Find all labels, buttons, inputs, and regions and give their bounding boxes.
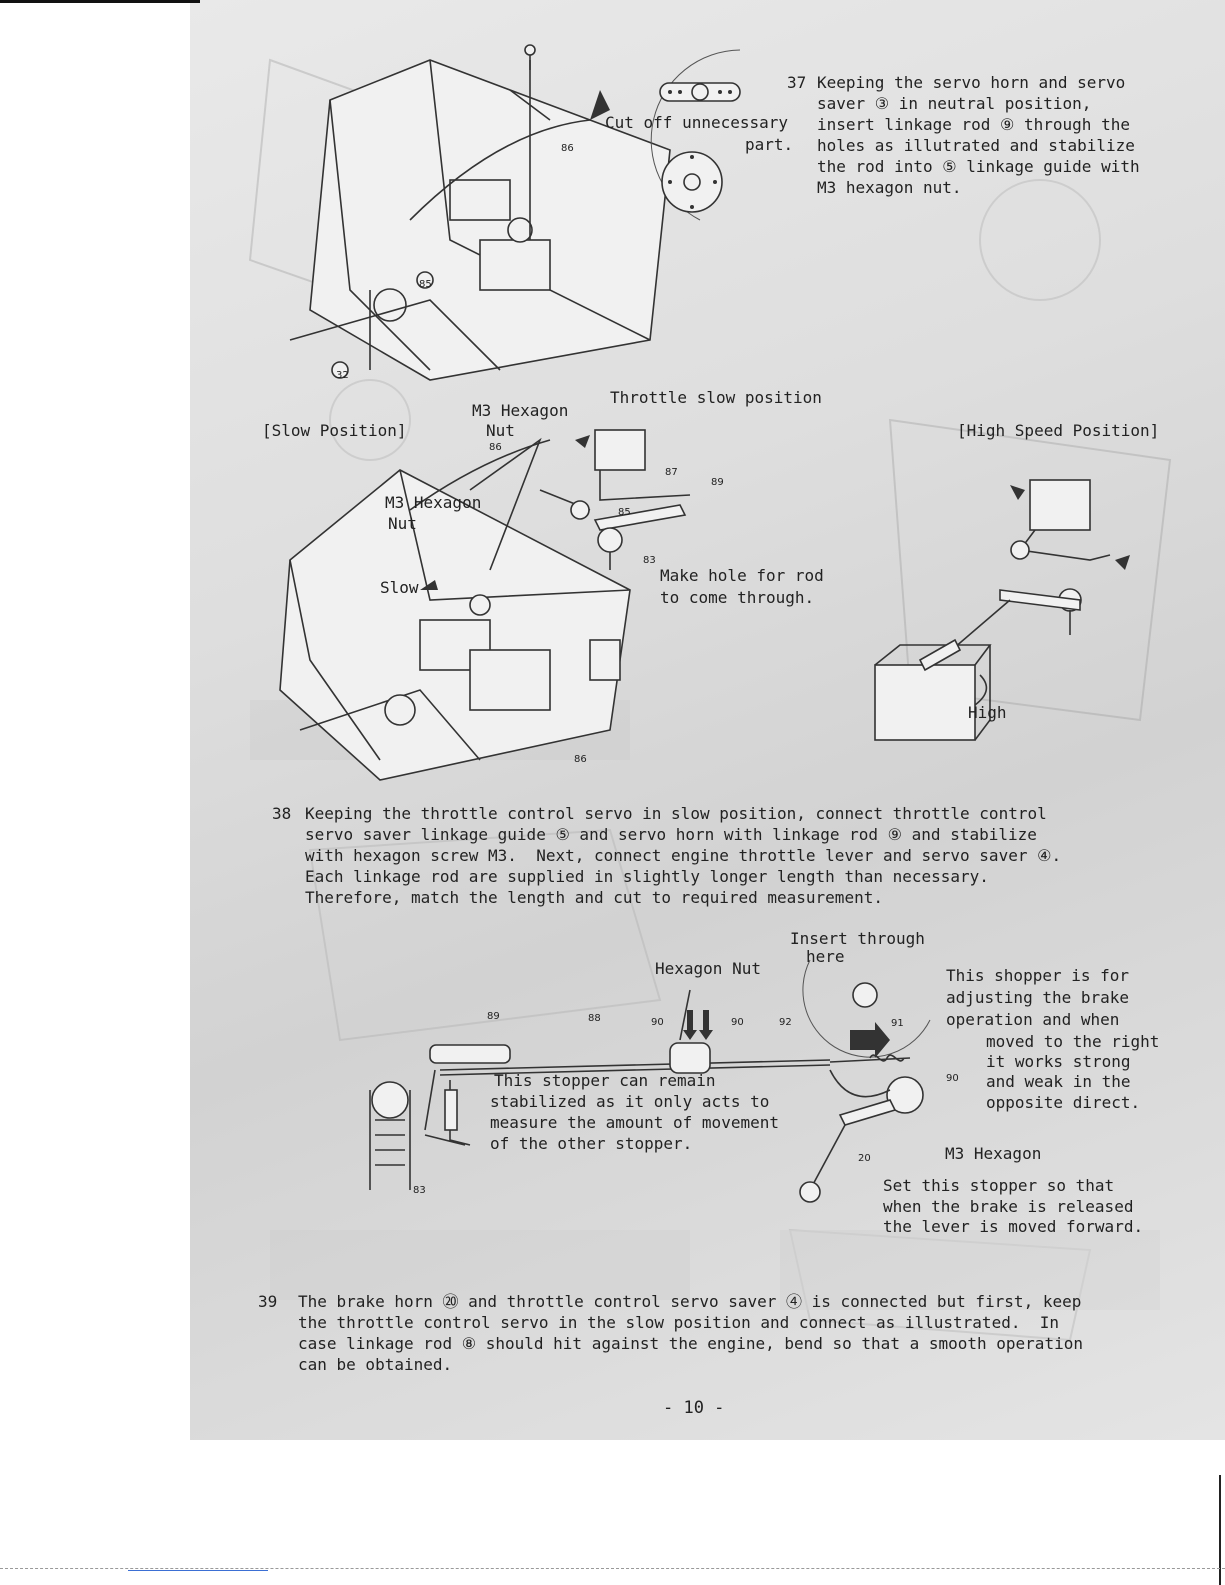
page-number: - 10 -: [663, 1398, 725, 1418]
high-label: High: [968, 703, 1007, 722]
slow-label: Slow: [380, 578, 419, 597]
part-number: 86: [561, 143, 574, 154]
shopper-line: and weak in the: [986, 1072, 1131, 1091]
part-number: 20: [858, 1153, 871, 1164]
step39-illustration: [369, 959, 931, 1203]
step-37-line: the rod into ⑤ linkage guide with: [817, 157, 1140, 176]
right-edge-rule: [1219, 1475, 1221, 1585]
m3-nut-label-top: Nut: [486, 421, 515, 440]
part-number: 86: [574, 754, 587, 765]
step37-illustration: [289, 44, 671, 381]
step-38-line: Keeping the throttle control servo in sl…: [305, 804, 1047, 823]
m3-nut-label-mid: Nut: [388, 514, 417, 533]
step-39-line: can be obtained.: [298, 1355, 453, 1374]
step-37-number: 37: [787, 73, 807, 92]
top-rule: [0, 0, 200, 3]
step-37-line: M3 hexagon nut.: [817, 178, 962, 197]
step-38-number: 38: [272, 804, 292, 823]
stopper-line: measure the amount of movement: [490, 1113, 779, 1132]
insert-through-label-1: Insert through: [790, 929, 925, 948]
step-39-line: The brake horn ⑳ and throttle control se…: [298, 1292, 1082, 1311]
shopper-line: it works strong: [986, 1052, 1131, 1071]
insert-through-label-2: here: [806, 947, 845, 966]
part-number: 32: [336, 370, 349, 381]
slow-position-label: [Slow Position]: [262, 421, 407, 440]
part-number: 85: [419, 279, 432, 290]
stopper-line: stabilized as it only acts to: [490, 1092, 770, 1111]
part-number: 90: [946, 1073, 959, 1084]
set-stopper-line: Set this stopper so that: [883, 1176, 1115, 1195]
part-number: 83: [413, 1185, 426, 1196]
bleed-through-artwork: [248, 58, 1172, 1342]
m3-hexagon-label-top: M3 Hexagon: [472, 401, 569, 420]
shopper-line: opposite direct.: [986, 1093, 1141, 1112]
part-number: 90: [731, 1017, 744, 1028]
part-number: 89: [487, 1011, 500, 1022]
step-38-line: Each linkage rod are supplied in slightl…: [305, 867, 989, 886]
set-stopper-line: the lever is moved forward.: [883, 1217, 1144, 1236]
bottom-underline: [128, 1570, 268, 1571]
step-38-line: with hexagon screw M3. Next, connect eng…: [305, 846, 1062, 865]
throttle-slow-label: Throttle slow position: [610, 388, 822, 407]
step-38-line: Therefore, match the length and cut to r…: [305, 888, 883, 907]
servo-saver-assembly: [539, 429, 691, 570]
step38-illustration: [279, 437, 631, 781]
m3-hexagon-label-bottom: M3 Hexagon: [945, 1144, 1042, 1163]
shopper-line: adjusting the brake: [946, 988, 1130, 1007]
part-number: 83: [643, 555, 656, 566]
hexagon-nut-label: Hexagon Nut: [655, 959, 761, 978]
shopper-line: moved to the right: [986, 1032, 1160, 1051]
stopper-line: of the other stopper.: [490, 1134, 693, 1153]
step-37-line: insert linkage rod ⑨ through the: [817, 115, 1130, 134]
step-37-line: holes as illutrated and stabilize: [817, 136, 1135, 155]
part-number: 88: [588, 1013, 601, 1024]
high-speed-illustration: [874, 479, 1130, 741]
part-number: 86: [489, 442, 502, 453]
cut-off-label-2: part.: [745, 135, 794, 154]
shopper-line: This shopper is for: [946, 966, 1130, 985]
part-number: 87: [665, 467, 678, 478]
step-37-line: Keeping the servo horn and servo: [817, 73, 1126, 92]
set-stopper-line: when the brake is released: [883, 1197, 1134, 1216]
bottom-dashed-rule: [0, 1568, 1225, 1569]
part-number: 91: [891, 1018, 904, 1029]
step-39-line: case linkage rod ⑧ should hit against th…: [298, 1334, 1083, 1353]
step-39-line: the throttle control servo in the slow p…: [298, 1313, 1059, 1332]
part-number: 89: [711, 477, 724, 488]
make-hole-label-1: Make hole for rod: [660, 566, 824, 585]
part-number: 90: [651, 1017, 664, 1028]
cut-off-label-1: Cut off unnecessary: [605, 113, 789, 132]
make-hole-label-2: to come through.: [660, 588, 815, 607]
part-number: 85: [618, 507, 631, 518]
step-37-line: saver ③ in neutral position,: [817, 94, 1092, 113]
part-number: 92: [779, 1017, 792, 1028]
stopper-line: This stopper can remain: [494, 1071, 716, 1090]
servo-horn-detail: [650, 49, 741, 221]
high-speed-position-label: [High Speed Position]: [957, 421, 1160, 440]
shopper-line: operation and when: [946, 1010, 1120, 1029]
step-39-number: 39: [258, 1292, 278, 1311]
step-38-line: servo saver linkage guide ⑤ and servo ho…: [305, 825, 1037, 844]
m3-hexagon-label-mid: M3 Hexagon: [385, 493, 482, 512]
